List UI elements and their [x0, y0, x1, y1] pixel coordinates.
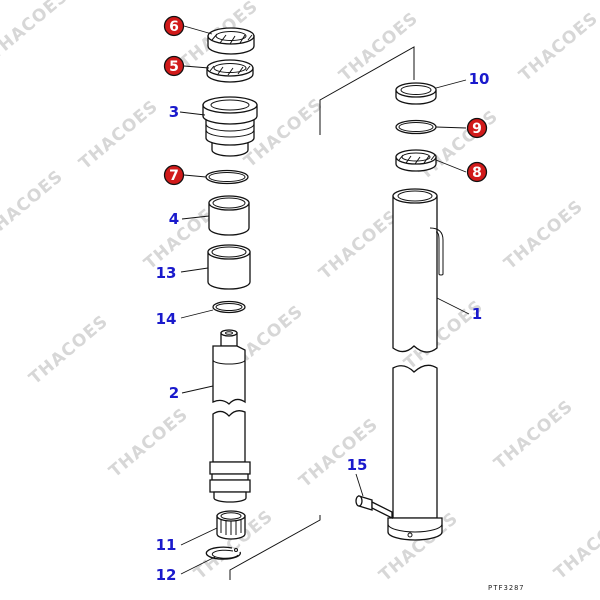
callout-label: 7 — [169, 168, 179, 184]
callout-label: 5 — [169, 59, 179, 75]
drawing-code: PTF3287 — [488, 584, 525, 592]
leader-lines — [179, 25, 470, 575]
part-6-bearing — [207, 27, 255, 55]
assembly-guide-lines — [229, 46, 415, 580]
watermark: THACOES — [315, 206, 402, 284]
callouts: 6 5 7 9 8 3 4 13 14 2 11 12 10 1 15 — [156, 15, 490, 584]
callout-8: 8 — [466, 161, 488, 183]
callout-1: 1 — [472, 305, 482, 323]
callout-14: 14 — [156, 310, 177, 328]
part-10-seal — [395, 82, 437, 105]
callout-5: 5 — [163, 55, 185, 77]
callout-7: 7 — [163, 164, 185, 186]
callout-13: 13 — [156, 264, 177, 282]
part-3-housing — [202, 96, 258, 157]
watermark: THACOES — [500, 196, 587, 274]
callout-11: 11 — [156, 536, 177, 554]
part-2-shaft — [209, 329, 251, 503]
watermark: THACOES — [515, 8, 600, 86]
callout-3: 3 — [169, 103, 179, 121]
callout-2: 2 — [169, 384, 179, 402]
part-8-bearing — [395, 149, 437, 172]
part-4-bushing — [208, 195, 250, 236]
callout-6: 6 — [163, 15, 185, 37]
watermark: THACOES — [75, 96, 162, 174]
watermark: THACOES — [550, 506, 600, 584]
callout-label: 9 — [472, 121, 482, 137]
callout-15: 15 — [347, 456, 368, 474]
callout-10: 10 — [469, 70, 490, 88]
part-13-bushing — [207, 244, 251, 290]
watermark: THACOES — [0, 166, 67, 244]
watermark: THACOES — [415, 106, 502, 184]
watermark: THACOES — [490, 396, 577, 474]
part-14-o-ring — [212, 300, 246, 314]
part-5-bearing — [206, 59, 254, 83]
callout-9: 9 — [466, 117, 488, 139]
callout-12: 12 — [156, 566, 177, 584]
watermark: THACOES — [295, 414, 382, 492]
part-12-snap-ring — [205, 546, 241, 560]
part-11-needle-bearing — [216, 510, 246, 540]
watermark: THACOES — [25, 311, 112, 389]
part-1-tube — [387, 188, 444, 541]
callout-4: 4 — [169, 210, 179, 228]
guide-line-bottom — [229, 515, 321, 580]
part-15-grease-fitting — [355, 495, 393, 520]
part-7-o-ring — [205, 169, 249, 185]
watermark: THACOES — [105, 404, 192, 482]
callout-label: 8 — [472, 165, 482, 181]
guide-line-top — [319, 46, 415, 135]
watermark: THACOES — [0, 0, 72, 64]
part-9-o-ring — [395, 119, 437, 135]
watermark-layer: THACOES THACOES THACOES THACOES THACOES … — [0, 0, 600, 586]
callout-label: 6 — [169, 19, 179, 35]
watermark: THACOES — [335, 8, 422, 86]
